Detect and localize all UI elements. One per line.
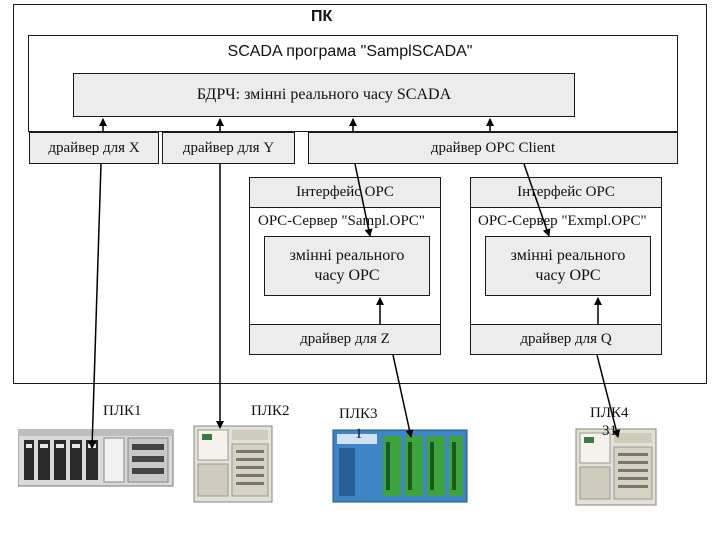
opc-server-2-interface-label: Інтерфейс OPC xyxy=(517,184,615,201)
plc1-device xyxy=(18,429,174,487)
opc-server-2-interface: Інтерфейс OPC xyxy=(470,177,662,208)
opc-server-2-vars-line1: змінні реального xyxy=(510,247,626,264)
pc-label: ПК xyxy=(311,8,333,25)
scada-program-title: SCADA програма "SamplSCADA" xyxy=(227,43,473,60)
plc3-device xyxy=(332,429,468,503)
plc3-sub: 1 xyxy=(355,426,363,442)
scada-realtime-db: БДРЧ: змінні реального часу SCADA xyxy=(73,73,575,117)
opc-server-1-driver-label: драйвер для Z xyxy=(300,331,390,348)
opc-server-2-driver-label: драйвер для Q xyxy=(520,331,612,348)
driver-opc-client-label: драйвер OPC Client xyxy=(430,139,556,156)
opc-server-1-interface-label: Інтерфейс OPC xyxy=(296,184,394,201)
plc4-label: ПЛК4 xyxy=(590,405,629,421)
opc-server-1-interface: Інтерфейс OPC xyxy=(249,177,441,208)
opc-server-2-name: OPC-Сервер "Exmpl.OPC" xyxy=(478,213,647,229)
driver-x: драйвер для X xyxy=(29,132,159,164)
plc2-device xyxy=(193,425,273,503)
plc2-label: ПЛК2 xyxy=(251,403,290,419)
opc-server-1-driver: драйвер для Z xyxy=(249,324,441,355)
opc-server-1-name: OPC-Сервер "Sampl.OPC" xyxy=(258,213,425,229)
opc-server-2-driver: драйвер для Q xyxy=(470,324,662,355)
opc-server-1-vars-line1: змінні реального xyxy=(289,247,405,264)
driver-opc-client: драйвер OPC Client xyxy=(308,132,678,164)
driver-y-label: драйвер для Y xyxy=(182,139,275,156)
plc1-label: ПЛК1 xyxy=(103,403,142,419)
plc3-label: ПЛК3 xyxy=(339,406,378,422)
driver-y: драйвер для Y xyxy=(162,132,295,164)
opc-server-1-vars-line2: часу OPC xyxy=(314,267,380,284)
driver-x-label: драйвер для X xyxy=(48,139,140,156)
scada-realtime-db-label: БДРЧ: змінні реального часу SCADA xyxy=(196,86,452,103)
plc4-device xyxy=(575,428,657,506)
opc-server-2-variables: змінні реального часу OPC xyxy=(485,236,651,296)
opc-server-1-variables: змінні реального часу OPC xyxy=(264,236,430,296)
opc-server-2-vars-line2: часу OPC xyxy=(535,267,601,284)
plc4-sub: 31 xyxy=(602,423,617,439)
